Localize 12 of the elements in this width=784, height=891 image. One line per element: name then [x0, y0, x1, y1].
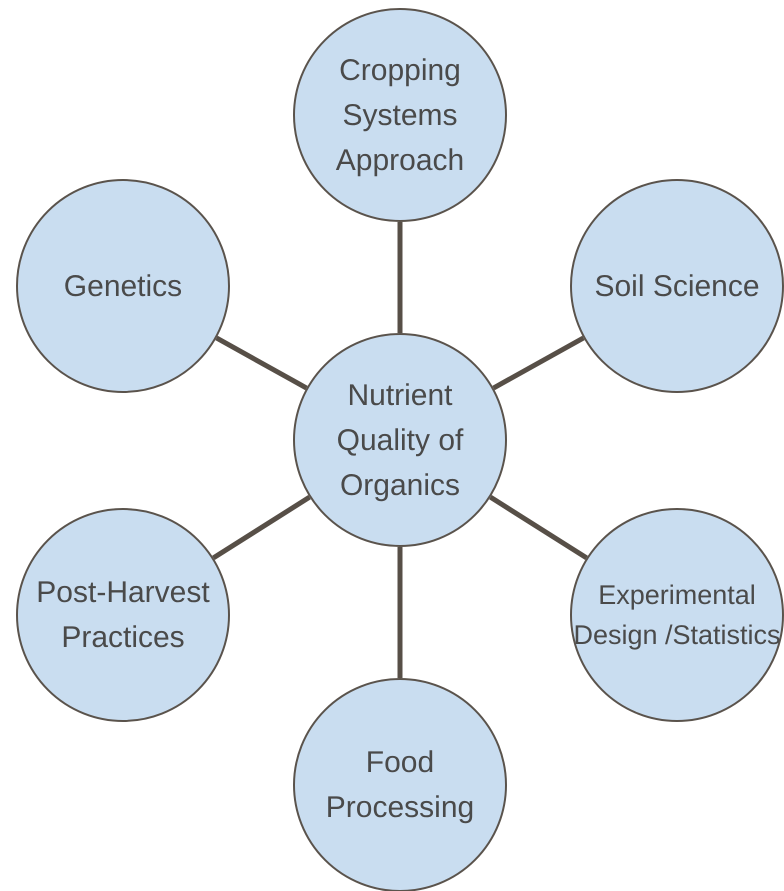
circle-label: Genetics [64, 268, 182, 304]
circle-label: Cropping Systems Approach [334, 52, 466, 178]
circle-label: Post-Harvest Practices [35, 575, 211, 656]
connector-line [215, 336, 308, 390]
connector-line [492, 336, 585, 390]
circle-label: Nutrient Quality of Organics [336, 378, 464, 504]
circle-label: Soil Science [594, 268, 760, 304]
connector-line [212, 495, 311, 560]
connector-line [398, 547, 402, 678]
circle-label: Experimental Design /Statistics [572, 578, 782, 652]
connector-line [398, 222, 402, 333]
circle-label: Food Processing [324, 745, 476, 826]
